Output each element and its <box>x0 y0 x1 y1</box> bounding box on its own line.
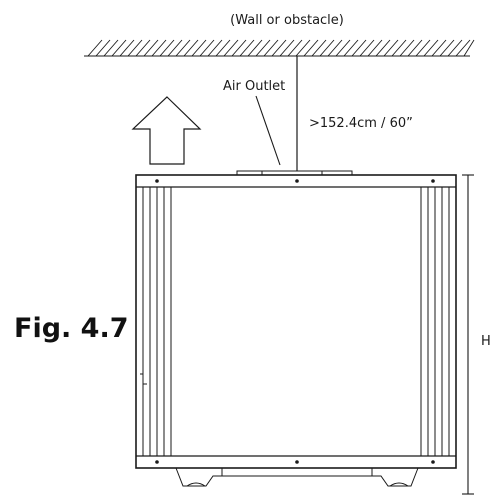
wall-label: (Wall or obstacle) <box>230 13 344 28</box>
hatch-line <box>95 39 111 57</box>
left-side-panel <box>142 187 172 456</box>
hatch-line <box>127 39 143 57</box>
hatch-line <box>191 39 207 57</box>
unit-base <box>175 467 419 487</box>
hatch-line <box>423 39 439 57</box>
hatch-line <box>271 39 287 57</box>
height-label: H <box>481 334 491 349</box>
hatch-line <box>359 39 375 57</box>
hatch-line <box>255 39 271 57</box>
hatch-line <box>383 39 399 57</box>
hatch-line <box>431 39 447 57</box>
air-outlet-label: Air Outlet <box>223 79 285 94</box>
hatch-line <box>111 39 127 57</box>
hatch-line <box>279 39 295 57</box>
clearance-label: >152.4cm / 60” <box>309 116 413 131</box>
hatch-line <box>151 39 167 57</box>
hatch-line <box>231 39 247 57</box>
hatch-line <box>119 39 135 57</box>
hatch-line <box>287 39 303 57</box>
hatch-line <box>167 39 183 57</box>
hatch-line <box>175 39 191 57</box>
wall-hatch <box>84 39 475 57</box>
screw-dots <box>155 179 435 464</box>
hatch-line <box>239 39 255 57</box>
right-side-panel <box>420 187 450 456</box>
hatch-line <box>455 39 471 57</box>
figure-label: Fig. 4.7 <box>14 313 129 344</box>
hatch-line <box>343 39 359 57</box>
hatch-line <box>439 39 455 57</box>
hatch-line <box>215 39 231 57</box>
hatch-line <box>199 39 215 57</box>
hatch-line <box>375 39 391 57</box>
air-outlet-leader <box>255 95 281 166</box>
hatch-line <box>247 39 263 57</box>
hatch-line <box>207 39 223 57</box>
hatch-line <box>407 39 423 57</box>
hatch-line <box>295 39 311 57</box>
hatch-line <box>415 39 431 57</box>
hatch-line <box>335 39 351 57</box>
hatch-line <box>103 39 119 57</box>
hatch-line <box>303 39 319 57</box>
hatch-line <box>311 39 327 57</box>
hatch-line <box>391 39 407 57</box>
hatch-line <box>351 39 367 57</box>
hatch-line <box>87 39 103 57</box>
hatch-line <box>223 39 239 57</box>
hatch-line <box>319 39 335 57</box>
hatch-line <box>183 39 199 57</box>
hatch-line <box>135 39 151 57</box>
hatch-line <box>447 39 463 57</box>
hatch-line <box>159 39 175 57</box>
unit-cabinet <box>135 174 457 469</box>
hatch-line <box>327 39 343 57</box>
hatch-line <box>399 39 415 57</box>
hatch-line <box>367 39 383 57</box>
hatch-line <box>263 39 279 57</box>
outdoor-unit <box>135 170 457 487</box>
hatch-line <box>463 39 475 57</box>
height-dimension <box>462 174 474 495</box>
handle-mark <box>140 373 147 385</box>
up-arrow-icon <box>131 96 202 165</box>
hatch-line <box>143 39 159 57</box>
